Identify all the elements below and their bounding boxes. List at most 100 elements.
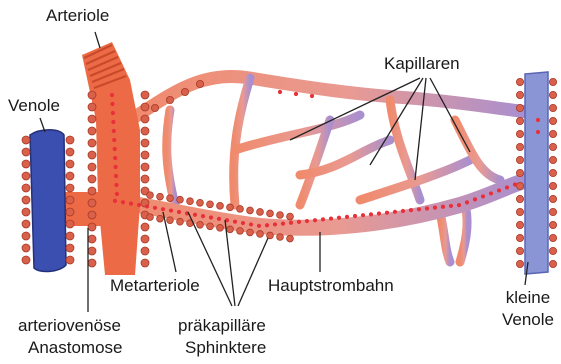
vessel-cell (287, 213, 294, 220)
vessel-cell (549, 104, 556, 111)
vessel-cell (516, 182, 523, 189)
vessel-cell (549, 221, 556, 228)
vessel-cell (147, 192, 154, 199)
vessel-cell (549, 260, 556, 267)
label-kleine-venole-line1: kleine (496, 288, 560, 308)
vessel-cell (217, 224, 224, 231)
vessel-cell (141, 247, 149, 255)
vessel-cell (227, 226, 234, 233)
blood-dot (449, 204, 453, 208)
blood-dot (313, 218, 317, 222)
vessel-cell (157, 193, 164, 200)
leader-arteriole (95, 32, 100, 48)
vessel-cell (88, 151, 96, 159)
blood-dot (513, 182, 517, 186)
vessel-cell (516, 117, 523, 124)
vessel-cell (141, 115, 149, 123)
blood-dot (145, 204, 149, 208)
label-metarteriole: Metarteriole (110, 276, 200, 296)
label-sphinktere-line1: präkapilläre (178, 316, 266, 336)
vessel-cell (66, 172, 74, 180)
blood-dot (289, 221, 293, 225)
vessel-cell (88, 115, 96, 123)
vessel-cell (516, 260, 523, 267)
leader-kapillaren-4 (430, 78, 470, 152)
vessel-cell (22, 256, 30, 264)
blood-dot (329, 216, 333, 220)
vessel-cell (516, 221, 523, 228)
blood-dot (233, 220, 237, 224)
vessel-cell (22, 196, 30, 204)
vessel-cell (88, 91, 96, 99)
blood-dot (465, 200, 469, 204)
vessel-cell (88, 247, 96, 255)
blood-dot (321, 217, 325, 221)
vessel-cell (141, 127, 149, 135)
vessel-cell (88, 175, 96, 183)
small-venole-vessel (525, 72, 548, 274)
vessel-cell (141, 139, 149, 147)
vessel-cell (549, 208, 556, 215)
vessel-cell (66, 244, 74, 252)
label-anastomose-line1: arteriovenöse (18, 316, 121, 336)
vessel-cell (237, 205, 244, 212)
vessel-cell (88, 211, 96, 219)
blood-dot (273, 222, 277, 226)
vessel-cell (549, 195, 556, 202)
vessel-cell (247, 229, 254, 236)
vessel-cell (167, 217, 174, 224)
blood-dot (110, 102, 114, 106)
blood-dot (114, 165, 118, 169)
blood-dot (369, 212, 373, 216)
venole-vessel (30, 130, 66, 272)
vessel-cell (549, 247, 556, 254)
vessel-cell (196, 80, 203, 87)
vessel-cell (516, 91, 523, 98)
vessel-cell (549, 156, 556, 163)
label-venole: Venole (8, 96, 60, 116)
blood-dot (115, 192, 119, 196)
vessel-cell (237, 227, 244, 234)
leader-sphinkter-3 (238, 238, 268, 306)
vessel-cell (167, 195, 174, 202)
blood-dot (536, 118, 540, 122)
blood-dot (113, 156, 117, 160)
blood-dot (129, 202, 133, 206)
vessel-cell (66, 232, 74, 240)
vessel-cell (22, 220, 30, 228)
vessel-cell (197, 221, 204, 228)
capillary-top-arc (130, 76, 527, 120)
blood-dot (310, 94, 314, 98)
blood-dot (505, 185, 509, 189)
blood-dot (114, 174, 118, 178)
vessel-cell (257, 209, 264, 216)
blood-dot (193, 213, 197, 217)
vessel-cell (257, 231, 264, 238)
vessel-cell (516, 234, 523, 241)
vessel-cell (247, 207, 254, 214)
vessel-cell (549, 117, 556, 124)
vessel-cell (516, 208, 523, 215)
vessel-cell (141, 91, 149, 99)
vessel-cell (187, 198, 194, 205)
blood-dot (305, 219, 309, 223)
blood-dot (278, 90, 282, 94)
blood-dot (110, 93, 114, 97)
vessel-cell (207, 201, 214, 208)
blood-dot (281, 221, 285, 225)
vessel-cell (217, 202, 224, 209)
capillary-lower-loop (440, 212, 450, 262)
blood-dot (377, 211, 381, 215)
vessel-cell (277, 212, 284, 219)
blood-dot (241, 221, 245, 225)
vessel-cell (516, 130, 523, 137)
vessel-cell (151, 104, 158, 111)
vessel-cell (549, 78, 556, 85)
vessel-cell (516, 78, 523, 85)
blood-dot (114, 183, 118, 187)
vessel-cell (88, 139, 96, 147)
vessel-cell (66, 160, 74, 168)
vessel-cell (22, 160, 30, 168)
blood-dot (112, 138, 116, 142)
